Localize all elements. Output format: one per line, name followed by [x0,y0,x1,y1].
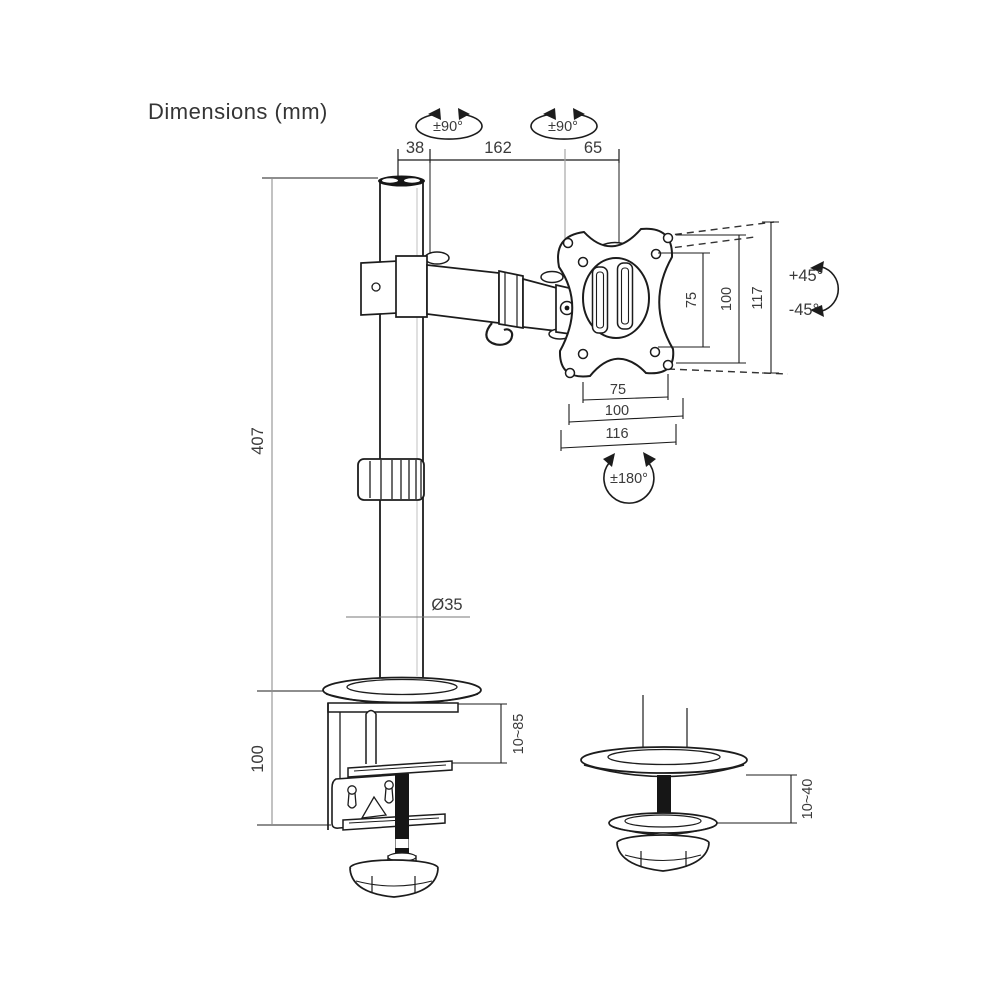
grommet-knob-bowl [616,843,710,872]
tilt-arrow [810,261,840,317]
cable-hook [485,322,514,346]
dim-pole-to-arm: 38 [406,139,424,157]
dim-pole-diameter: Ø35 [431,596,462,614]
clamp-screw-pin [365,709,377,764]
vesa-plate [557,227,675,379]
arm-joint [498,269,524,330]
grommet-mount [580,695,748,872]
swivel-180-arrow [603,452,656,504]
arm-swivel-arrow [530,108,598,140]
arm-pole-collar [395,255,428,318]
vesa-swivel-label: ±180° [610,471,648,487]
pole-top-cap [378,175,425,187]
desk-clamp [327,702,459,898]
left-dimension-lines [257,177,378,826]
forearm [522,277,558,332]
tilt-up-label: +45° [789,267,824,285]
dim-grommet-desk-range: 10~40 [800,779,816,820]
arm-assembly [360,251,579,346]
clamp-range-dimension [452,703,507,764]
clamp-upper-pad [347,760,453,778]
dim-clamp-desk-range: 10~85 [511,714,527,755]
grommet-range-dimension [716,774,797,824]
pole [378,175,425,683]
base-disc [322,676,482,705]
dim-arm-to-vesa: 65 [584,139,602,157]
arm-swivel-label: ±90° [548,119,578,135]
dim-plate-width: 116 [605,426,628,442]
dim-vesa-vertical-75: 75 [684,292,700,308]
page-title: Dimensions (mm) [148,99,328,124]
clamp-threaded-rod [395,774,409,860]
dim-plate-height: 117 [750,286,766,309]
dim-pole-height: 407 [249,427,267,455]
vesa-holes [562,232,674,379]
upper-arm [426,264,500,324]
dim-vesa-horizontal-75: 75 [610,382,626,398]
pole-swivel-label: ±90° [433,119,463,135]
vesa-horizontal-dimensions [560,374,684,451]
height-collar [357,458,425,501]
pole-swivel-arrow [415,108,483,140]
tilt-down-label: -45° [789,301,819,319]
dim-arm-length: 162 [484,139,512,157]
dim-clamp-bracket-height: 100 [249,745,267,773]
dim-vesa-vertical-100: 100 [719,287,735,311]
clamp-lower-pad [342,813,446,831]
dim-vesa-horizontal-100: 100 [605,403,629,419]
vesa-vertical-dimensions [658,221,779,374]
